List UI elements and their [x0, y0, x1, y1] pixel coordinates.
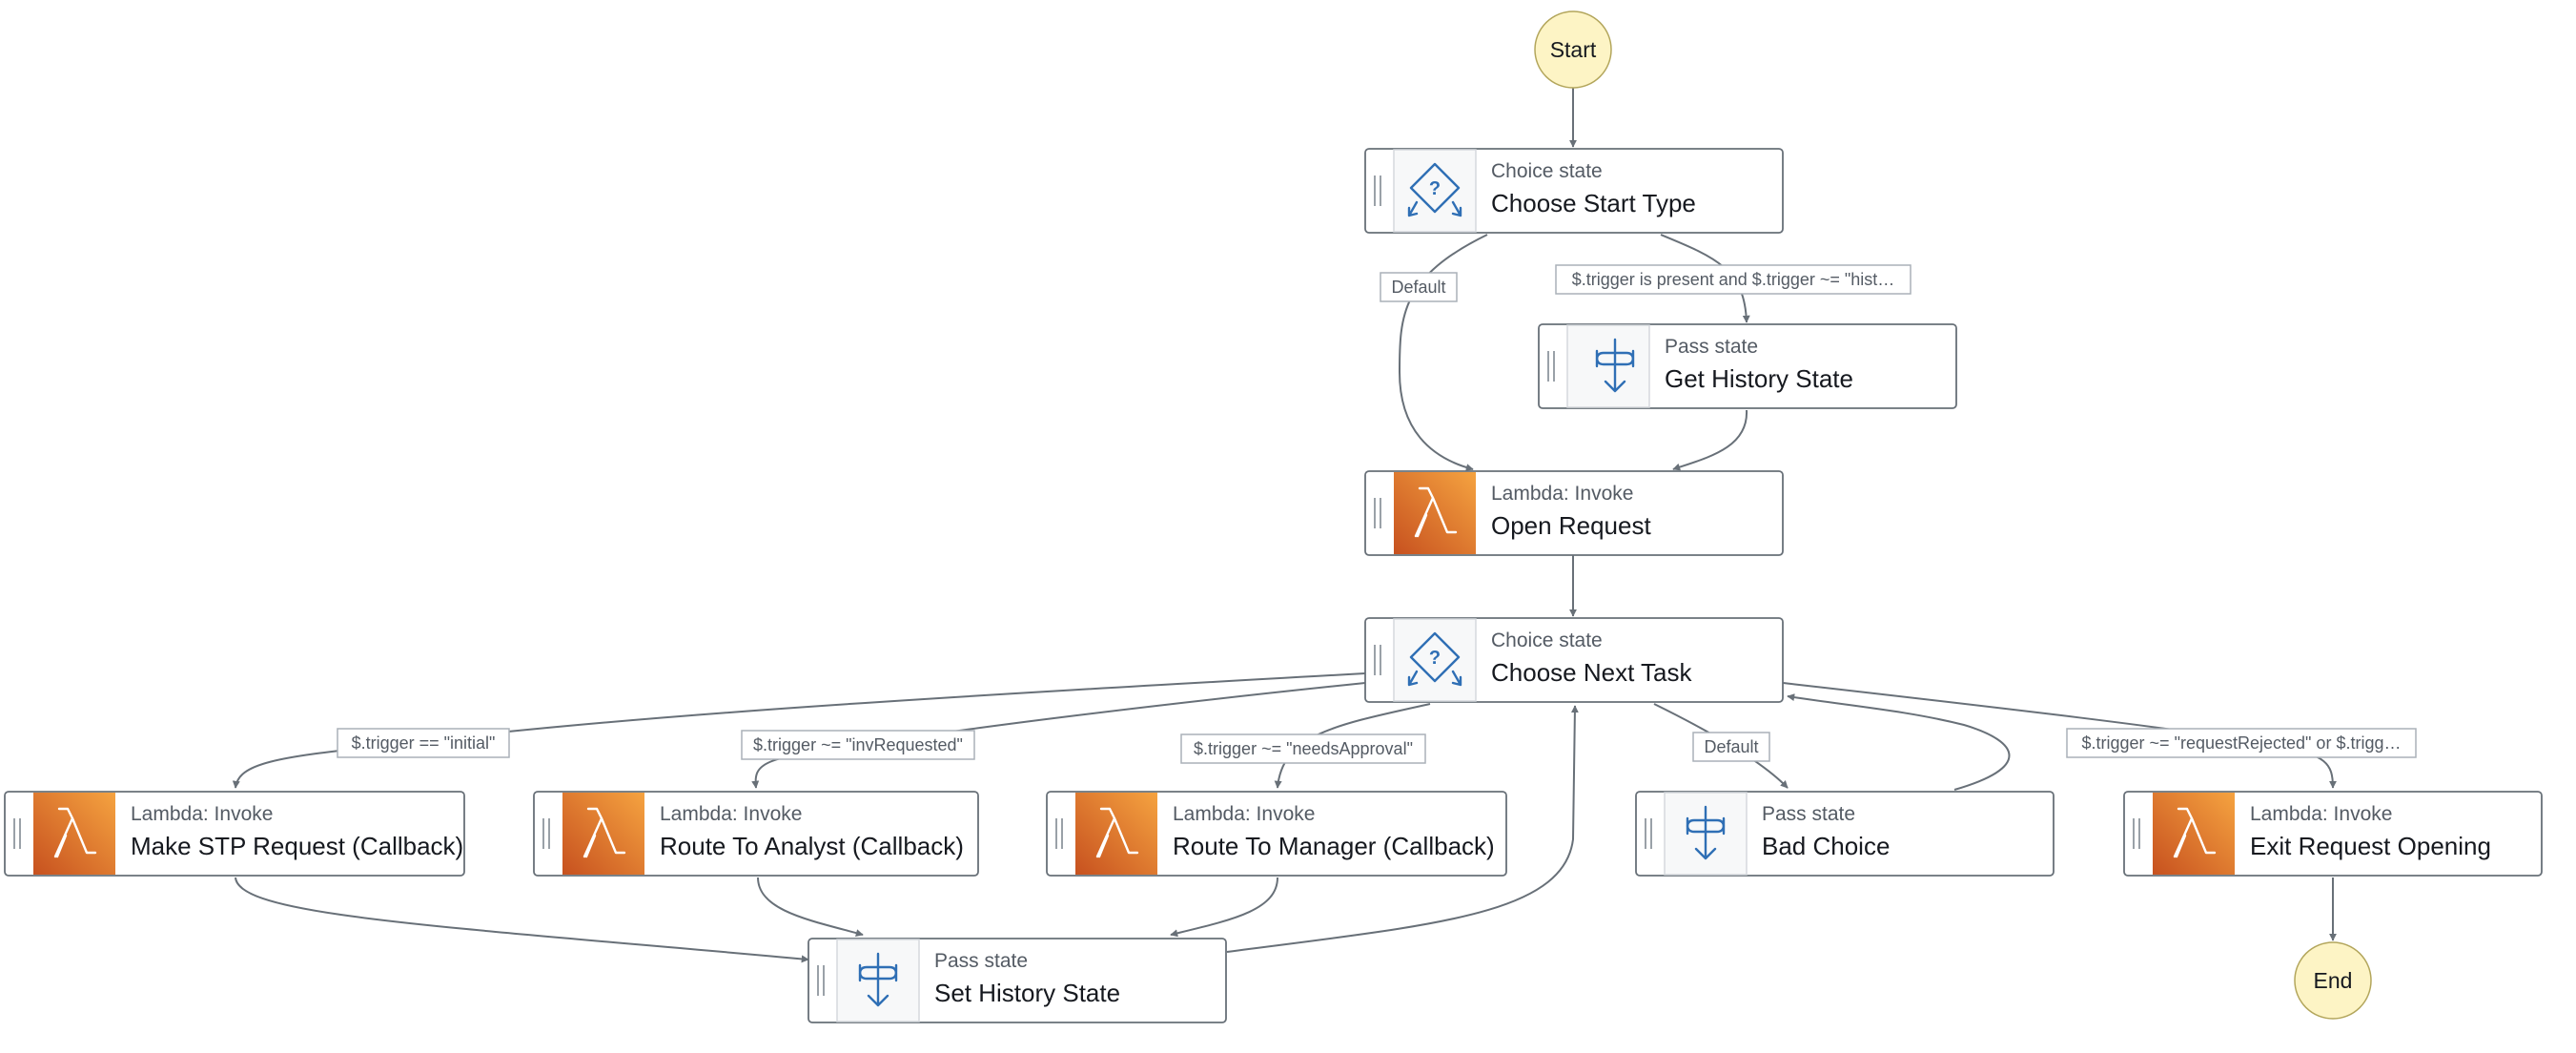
svg-text:Start: Start [1550, 37, 1597, 62]
state-name: Exit Request Opening [2250, 832, 2491, 860]
edge-route-to-analyst-to-set-history-state [757, 877, 864, 937]
state-set-history-state[interactable]: Pass state Set History State [808, 938, 1227, 1023]
svg-text:Default: Default [1391, 278, 1445, 297]
state-type: Pass state [1762, 803, 1855, 825]
edge-label-inv-requested: $.trigger ~= "invRequested" [741, 730, 975, 760]
svg-text:$.trigger ~= "requestRejected": $.trigger ~= "requestRejected" or $.trig… [2082, 733, 2402, 753]
state-name: Choose Next Task [1491, 658, 1693, 687]
state-type: Lambda: Invoke [2250, 803, 2392, 825]
svg-text:End: End [2314, 968, 2353, 993]
state-type: Lambda: Invoke [1491, 483, 1633, 505]
edge-choose-start-type-default-to-open-request [1398, 234, 1488, 472]
svg-text:$.trigger ~= "needsApproval": $.trigger ~= "needsApproval" [1194, 739, 1413, 758]
lambda-icon [1095, 807, 1139, 858]
state-choose-start-type[interactable]: ? Choice state Choose Start Type [1364, 148, 1784, 234]
edge-labels: Default $.trigger is present and $.trigg… [337, 264, 2417, 764]
state-type: Pass state [1665, 336, 1758, 358]
edges [232, 84, 2337, 963]
state-route-to-manager[interactable]: Lambda: Invoke Route To Manager (Callbac… [1046, 791, 1507, 877]
choice-icon: ? [1407, 162, 1462, 217]
state-name: Make STP Request (Callback) [131, 832, 463, 860]
state-name: Set History State [934, 979, 1120, 1007]
end-node[interactable]: End [2294, 941, 2372, 1020]
edge-set-history-state-to-choose-next-task [1226, 705, 1579, 953]
svg-text:$.trigger == "initial": $.trigger == "initial" [352, 733, 496, 753]
state-type: Pass state [934, 950, 1028, 972]
choice-icon: ? [1407, 631, 1462, 687]
state-make-stp-request[interactable]: Lambda: Invoke Make STP Request (Callbac… [4, 791, 465, 877]
svg-text:?: ? [1429, 178, 1441, 199]
state-name: Route To Manager (Callback) [1173, 832, 1495, 860]
start-node[interactable]: Start [1534, 10, 1612, 89]
edge-label-history-condition: $.trigger is present and $.trigger ~= "h… [1555, 264, 1912, 295]
state-route-to-analyst[interactable]: Lambda: Invoke Route To Analyst (Callbac… [533, 791, 979, 877]
svg-text:?: ? [1429, 648, 1441, 669]
edge-get-history-state-to-open-request [1672, 409, 1748, 471]
edge-route-to-manager-to-set-history-state [1170, 877, 1278, 938]
edge-choose-next-task-to-make-stp-request [232, 672, 1366, 789]
edge-make-stp-request-to-set-history-state [235, 877, 809, 963]
state-type: Lambda: Invoke [1173, 803, 1315, 825]
state-name: Choose Start Type [1491, 189, 1696, 217]
edge-label-needs-approval: $.trigger ~= "needsApproval" [1180, 733, 1426, 764]
edge-label-initial: $.trigger == "initial" [337, 728, 510, 758]
state-name: Open Request [1491, 511, 1651, 540]
svg-text:$.trigger is present and $.tri: $.trigger is present and $.trigger ~= "h… [1572, 270, 1895, 289]
state-exit-request-opening[interactable]: Lambda: Invoke Exit Request Opening [2123, 791, 2543, 877]
lambda-icon [53, 807, 97, 858]
state-get-history-state[interactable]: Pass state Get History State [1538, 323, 1957, 409]
state-type: Choice state [1491, 630, 1603, 651]
edge-label-default-next: Default [1692, 732, 1770, 762]
state-bad-choice[interactable]: Pass state Bad Choice [1635, 791, 2055, 877]
state-open-request[interactable]: Lambda: Invoke Open Request [1364, 470, 1784, 556]
lambda-icon [583, 807, 626, 858]
lambda-icon [1414, 486, 1458, 538]
pass-icon [858, 952, 898, 1007]
edge-label-default-start: Default [1380, 272, 1458, 302]
state-type: Choice state [1491, 160, 1603, 182]
state-choose-next-task[interactable]: ? Choice state Choose Next Task [1364, 617, 1784, 703]
svg-text:Default: Default [1704, 737, 1758, 756]
pass-icon [1595, 338, 1635, 393]
state-name: Get History State [1665, 364, 1853, 393]
lambda-icon [2173, 807, 2217, 858]
pass-icon [1686, 805, 1726, 860]
state-type: Lambda: Invoke [660, 803, 802, 825]
edge-label-request-rejected: $.trigger ~= "requestRejected" or $.trig… [2066, 728, 2417, 758]
state-name: Bad Choice [1762, 832, 1890, 860]
state-type: Lambda: Invoke [131, 803, 273, 825]
edge-bad-choice-to-choose-next-task [1787, 693, 2011, 791]
svg-text:$.trigger ~= "invRequested": $.trigger ~= "invRequested" [753, 735, 963, 754]
state-name: Route To Analyst (Callback) [660, 832, 964, 860]
